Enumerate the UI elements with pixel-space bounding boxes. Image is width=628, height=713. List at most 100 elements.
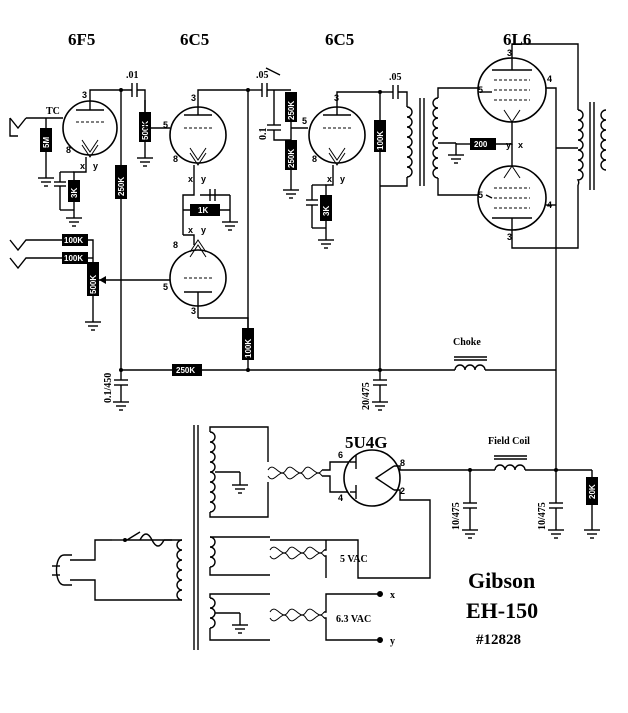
tube-6c5-driver bbox=[308, 96, 366, 166]
resistor-100k-input-1 bbox=[62, 234, 88, 246]
pin-y-6f5: y bbox=[93, 161, 98, 171]
resistor-3k-first bbox=[68, 180, 80, 202]
tube-5u4g bbox=[343, 449, 401, 507]
ground-icon bbox=[232, 484, 248, 494]
cap-01-tone-label: 0.1 bbox=[258, 128, 269, 141]
pin-5-6c5-driver: 5 bbox=[302, 116, 307, 126]
pin-y-6c5-lower: y bbox=[201, 225, 206, 235]
cap-05-second-label: .05 bbox=[389, 72, 402, 83]
pin-4-6l6-upper: 4 bbox=[547, 74, 552, 84]
pin-y-6c5-driver: y bbox=[340, 174, 345, 184]
ground-icon bbox=[318, 239, 334, 249]
ground-icon bbox=[283, 189, 299, 199]
pin-8-6c5-driver: 8 bbox=[312, 154, 317, 164]
tube-6c5-upper bbox=[169, 96, 227, 166]
serial-number: #12828 bbox=[476, 632, 521, 648]
pin-3-6l6-lower: 3 bbox=[507, 232, 512, 242]
tube-label-6c5-second: 6C5 bbox=[325, 30, 354, 49]
pin-3-6c5-upper: 3 bbox=[191, 93, 196, 103]
pin-y-6c5-upper: y bbox=[201, 174, 206, 184]
tube-6f5 bbox=[62, 100, 118, 158]
pin-8-5u4g: 8 bbox=[400, 458, 405, 468]
pin-x-6c5-upper: x bbox=[188, 174, 193, 184]
ground-icon bbox=[232, 624, 248, 634]
cap-01-label: .01 bbox=[126, 70, 139, 81]
resistor-200-value: 200 bbox=[474, 140, 488, 149]
filter-cap-01-450-label: 0.1/450 bbox=[103, 373, 114, 403]
resistor-100k-driver bbox=[374, 120, 386, 152]
ground-icon bbox=[584, 529, 600, 539]
choke-inductor-icon bbox=[454, 356, 487, 371]
pin-2-5u4g: 2 bbox=[400, 486, 405, 496]
pin-5-6l6-upper: 5 bbox=[478, 85, 483, 95]
ground-icon bbox=[85, 321, 101, 331]
resistor-200 bbox=[470, 138, 496, 150]
terminal-y bbox=[377, 637, 383, 643]
resistor-5m bbox=[40, 128, 52, 152]
input-jack-icon bbox=[9, 239, 62, 270]
pin-x-6c5-lower: x bbox=[188, 225, 193, 235]
tube-label-6f5: 6F5 bbox=[68, 30, 95, 49]
resistor-100k-input-2-value: 100K bbox=[64, 254, 83, 263]
ground-icon bbox=[222, 221, 238, 231]
tube-label-6c5-first: 6C5 bbox=[180, 30, 209, 49]
resistor-250k-rail bbox=[172, 364, 202, 376]
choke-label: Choke bbox=[453, 337, 481, 348]
resistor-1k-value: 1K bbox=[198, 206, 208, 215]
pin-8-6c5-lower: 8 bbox=[173, 240, 178, 250]
pin-8-6c5-upper: 8 bbox=[173, 154, 178, 164]
pin-3-6c5-lower: 3 bbox=[191, 306, 196, 316]
tube-6c5-lower bbox=[169, 239, 227, 318]
ground-icon bbox=[462, 529, 478, 539]
field-coil-label: Field Coil bbox=[488, 436, 530, 447]
tube-label-6l6: 6L6 bbox=[503, 30, 531, 49]
resistor-100k-input-2 bbox=[62, 252, 88, 264]
twisted-pair-icon bbox=[269, 546, 325, 560]
tc-label: TC bbox=[46, 106, 60, 117]
filter-cap-20-475-label: 20/475 bbox=[361, 382, 372, 410]
pin-3-6f5: 3 bbox=[82, 90, 87, 100]
resistor-250k-shunt-value: 250K bbox=[287, 149, 296, 168]
ground-icon bbox=[372, 401, 388, 411]
tube-6l6-lower bbox=[477, 165, 547, 232]
filter-cap-10-475-first-label: 10/475 bbox=[451, 502, 462, 530]
resistor-100k-driver-value: 100K bbox=[376, 131, 385, 150]
pin-x-6l6: x bbox=[518, 140, 523, 150]
resistor-250k-shunt bbox=[285, 140, 297, 170]
pin-5-6l6-lower: 5 bbox=[478, 190, 483, 200]
pin-x-6f5: x bbox=[80, 161, 85, 171]
ground-icon bbox=[137, 157, 153, 167]
pin-3-6c5-driver: 3 bbox=[334, 93, 339, 103]
model-title: EH-150 bbox=[466, 598, 538, 623]
terminal-x bbox=[377, 591, 383, 597]
cap-05-first-label: .05 bbox=[256, 70, 269, 81]
volume-pot-500k-value: 500K bbox=[89, 275, 98, 294]
resistor-100k-plate bbox=[242, 328, 254, 360]
terminal-x-label: x bbox=[390, 590, 395, 601]
resistor-1k bbox=[190, 204, 220, 216]
resistor-250k-plate-6f5-value: 250K bbox=[117, 177, 126, 196]
ground-icon bbox=[448, 154, 464, 164]
pin-4-5u4g: 4 bbox=[338, 493, 343, 503]
terminal-y-label: y bbox=[390, 636, 395, 647]
ground-icon bbox=[38, 177, 54, 187]
twisted-pair-icon bbox=[269, 608, 325, 622]
field-coil-icon bbox=[494, 455, 527, 471]
fuse-icon bbox=[139, 533, 165, 547]
resistor-20k bbox=[586, 477, 598, 505]
volume-pot-500k bbox=[87, 262, 99, 296]
ground-icon bbox=[66, 217, 82, 227]
ac-plug-icon bbox=[52, 554, 72, 586]
resistor-3k-driver-value: 3K bbox=[322, 206, 331, 216]
pin-y-6l6: y bbox=[506, 140, 511, 150]
output-transformer-icon bbox=[576, 102, 607, 190]
resistor-100k-input-1-value: 100K bbox=[64, 236, 83, 245]
resistor-3k-driver bbox=[320, 195, 332, 221]
resistor-250k-series bbox=[285, 92, 297, 122]
resistor-500k-grid-value: 500K bbox=[141, 121, 150, 140]
resistor-20k-value: 20K bbox=[588, 484, 597, 499]
label-5-vac: 5 VAC bbox=[340, 554, 368, 565]
resistor-3k-first-value: 3K bbox=[70, 188, 79, 198]
power-switch-icon bbox=[112, 531, 141, 542]
